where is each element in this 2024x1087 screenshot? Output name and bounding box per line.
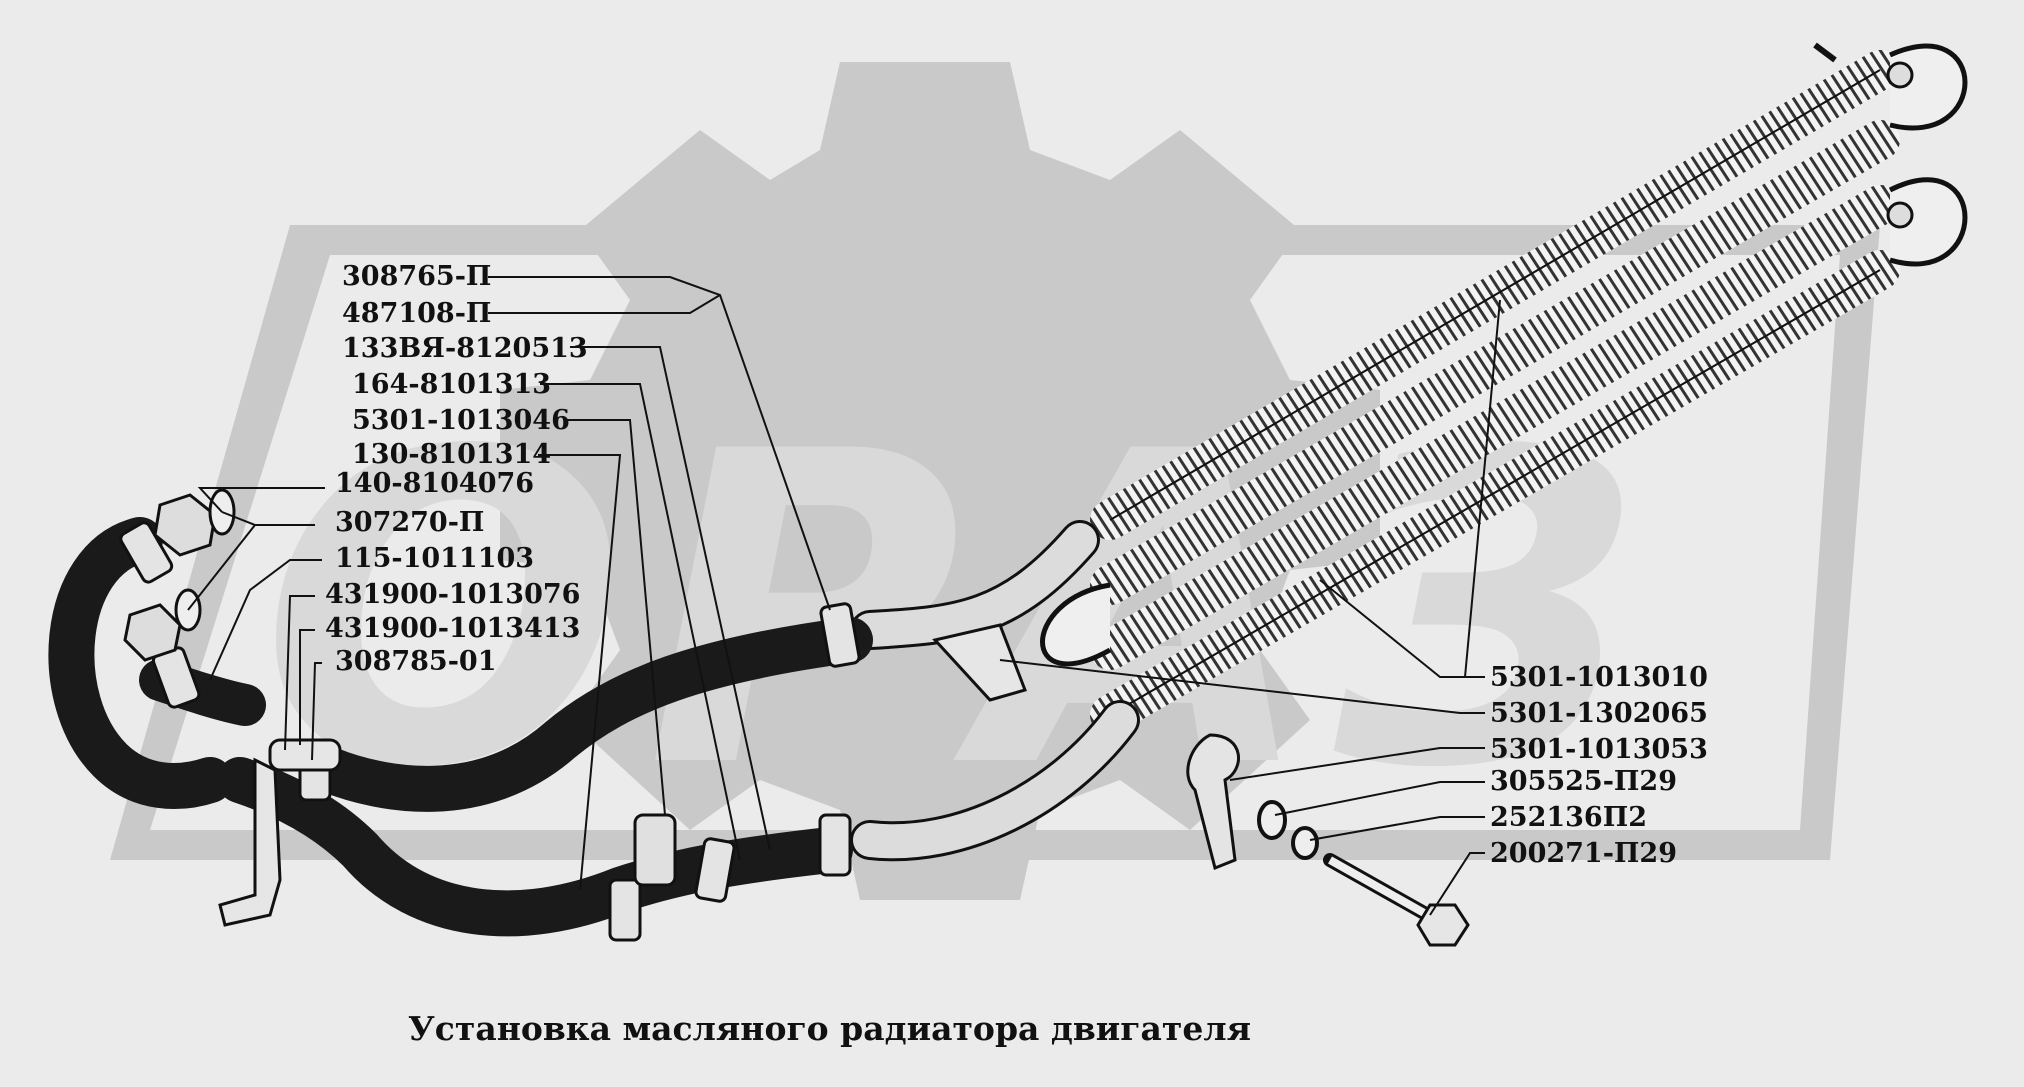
washer-spring bbox=[1257, 800, 1287, 840]
callout-252136p2: 252136П2 bbox=[1490, 802, 1647, 833]
callout-431900-1013413: 431900-1013413 bbox=[325, 613, 580, 644]
watermark-logo: ОРАЗ bbox=[110, 62, 1880, 900]
callout-307270-p: 307270-П bbox=[335, 507, 484, 538]
clamp-4 bbox=[608, 878, 642, 942]
callout-308785-01: 308785-01 bbox=[335, 646, 497, 677]
clamp-6 bbox=[119, 521, 174, 584]
clamp-3 bbox=[694, 837, 736, 903]
bracket-plate bbox=[932, 623, 1027, 702]
callout-133vya-8120513: 133ВЯ-8120513 bbox=[342, 333, 588, 364]
u-bend-bottom bbox=[1888, 177, 1968, 267]
callout-5301-1302065: 5301-1302065 bbox=[1490, 698, 1708, 729]
callout-130-8101314: 130-8101314 bbox=[352, 439, 551, 470]
fitting-bottom-right bbox=[1886, 201, 1914, 229]
mounting-bracket bbox=[218, 757, 282, 927]
callout-200271-p29: 200271-П29 bbox=[1490, 838, 1677, 869]
bracket-hardware bbox=[1186, 733, 1470, 947]
clamps bbox=[119, 488, 861, 942]
nut-lower bbox=[123, 603, 182, 662]
callout-5301-1013010: 5301-1013010 bbox=[1490, 662, 1708, 693]
u-bend-left bbox=[1040, 582, 1112, 667]
diagram-caption: Установка масляного радиатора двигателя bbox=[408, 1009, 1251, 1048]
washer-flat bbox=[1291, 826, 1319, 860]
metal-tubes bbox=[850, 520, 1140, 862]
clamp-2 bbox=[818, 813, 852, 877]
fitting-top-right bbox=[1886, 61, 1914, 89]
callout-140-8104076: 140-8104076 bbox=[335, 468, 534, 499]
tee-fitting bbox=[633, 813, 677, 887]
coil-3 bbox=[1090, 185, 1900, 670]
callout-164-8101313: 164-8101313 bbox=[352, 369, 551, 400]
callout-487108-p: 487108-П bbox=[342, 298, 491, 329]
support-bracket bbox=[1186, 733, 1240, 871]
callout-5301-1013046: 5301-1013046 bbox=[352, 405, 570, 436]
watermark-band bbox=[110, 225, 1880, 860]
callout-308765-p: 308765-П bbox=[342, 261, 491, 292]
callout-115-1011103: 115-1011103 bbox=[335, 543, 534, 574]
hose-left-loop bbox=[48, 517, 233, 809]
callout-305525-p29: 305525-П29 bbox=[1490, 766, 1677, 797]
bolt-head bbox=[1416, 903, 1470, 947]
nut-upper bbox=[153, 493, 217, 557]
leader-lines bbox=[187, 276, 1501, 916]
clamp-1 bbox=[819, 602, 861, 668]
callout-431900-1013076: 431900-1013076 bbox=[325, 579, 580, 610]
hose-upper bbox=[307, 617, 873, 812]
radiator-coils bbox=[1040, 42, 1968, 735]
callouts-left: 308765-П 487108-П 133ВЯ-8120513 164-8101… bbox=[325, 261, 588, 677]
callouts-right: 5301-1013010 5301-1302065 5301-1013053 3… bbox=[1490, 662, 1708, 869]
hose-clip bbox=[268, 738, 342, 772]
callout-5301-1013053: 5301-1013053 bbox=[1490, 734, 1708, 765]
